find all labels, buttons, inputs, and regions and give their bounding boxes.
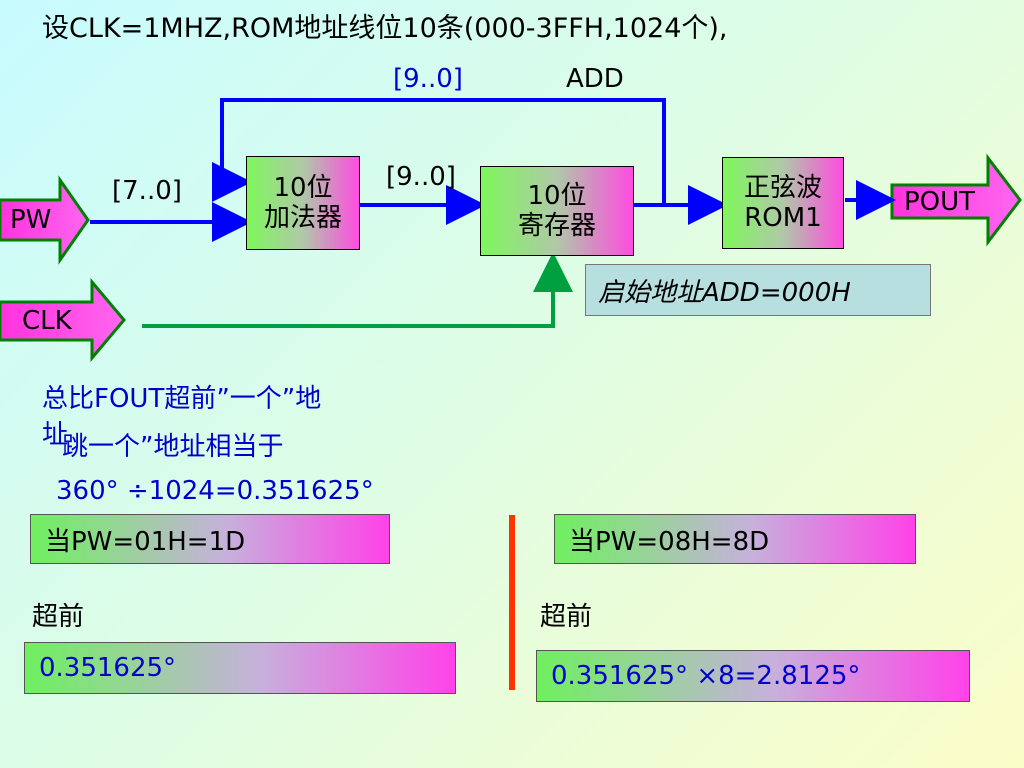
bus-label-adder-out: [9..0]: [386, 162, 456, 192]
right-condition-box: 当PW=08H=8D: [554, 514, 916, 564]
adder-line2: 加法器: [263, 203, 342, 233]
explain-line2: 跳一个”地址相当于: [62, 432, 284, 462]
adder-block: 10位 加法器: [246, 156, 360, 250]
pout-label: POUT: [904, 187, 976, 217]
rom-line2: ROM1: [744, 203, 822, 233]
pout-output-arrow: [890, 153, 1022, 247]
rom-block: 正弦波 ROM1: [722, 157, 844, 249]
clk-to-register-wire: [142, 252, 573, 328]
rom-line1: 正弦波: [743, 173, 822, 203]
register-block: 10位 寄存器: [480, 166, 634, 256]
bus-label-pw: [7..0]: [112, 176, 182, 206]
register-line2: 寄存器: [517, 211, 596, 241]
explain-formula: 360° ÷1024=0.351625°: [56, 476, 374, 506]
bus-label-feedback: [9..0]: [393, 64, 463, 94]
right-ahead-label: 超前: [540, 602, 593, 632]
feedback-wire: [212, 98, 666, 205]
explain-line1b: 址: [42, 420, 69, 450]
pw-input-arrow: [0, 175, 90, 265]
left-result-box: 0.351625°: [24, 642, 456, 694]
clk-label: CLK: [22, 306, 72, 336]
right-result-box: 0.351625° ×8=2.8125°: [536, 650, 970, 702]
explain-line1: 总比FOUT超前”一个”地: [42, 384, 322, 414]
left-ahead-label: 超前: [32, 602, 85, 632]
page-title: 设CLK=1MHZ,ROM地址线位10条(000-3FFH,1024个),: [42, 13, 728, 44]
left-condition-box: 当PW=01H=1D: [30, 514, 390, 564]
adder-line1: 10位: [273, 173, 333, 203]
pw-label: PW: [10, 205, 52, 235]
start-address-note: 启始地址ADD=000H: [585, 264, 931, 316]
clk-input-arrow: [0, 277, 126, 363]
register-line1: 10位: [527, 181, 587, 211]
add-label: ADD: [566, 64, 624, 94]
